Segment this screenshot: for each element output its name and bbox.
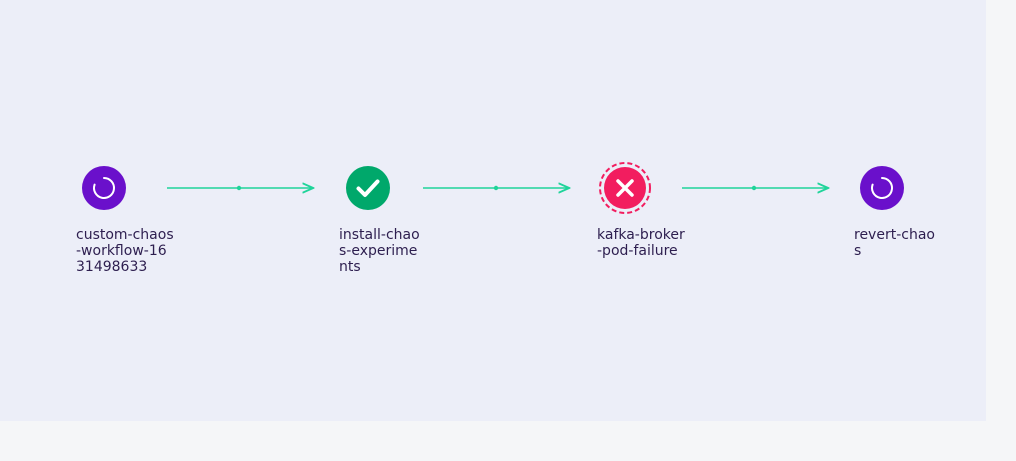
workflow-node-revert-chaos[interactable] [860, 166, 904, 210]
node-label-revert-chaos: revert-chaos [854, 227, 935, 259]
close-icon [599, 162, 651, 214]
edge-1 [167, 186, 312, 190]
workflow-node-custom-chaos-workflow[interactable] [82, 166, 126, 210]
spinner-icon [93, 177, 115, 199]
node-label-kafka-broker-pod-failure: kafka-broker-pod-failure [597, 227, 685, 259]
workflow-node-kafka-broker-pod-failure[interactable] [599, 162, 651, 214]
check-icon [356, 179, 380, 197]
edge-3 [682, 186, 827, 190]
node-label-custom-chaos-workflow: custom-chaos-workflow-1631498633 [76, 227, 174, 275]
workflow-graph-canvas: custom-chaos-workflow-1631498633 install… [76, 0, 986, 421]
edge-2 [423, 186, 568, 190]
workflow-edges [167, 0, 986, 421]
spinner-icon [871, 177, 893, 199]
workflow-node-install-chaos-experiments[interactable] [346, 166, 390, 210]
node-label-install-chaos-experiments: install-chaos-experiments [339, 227, 420, 275]
